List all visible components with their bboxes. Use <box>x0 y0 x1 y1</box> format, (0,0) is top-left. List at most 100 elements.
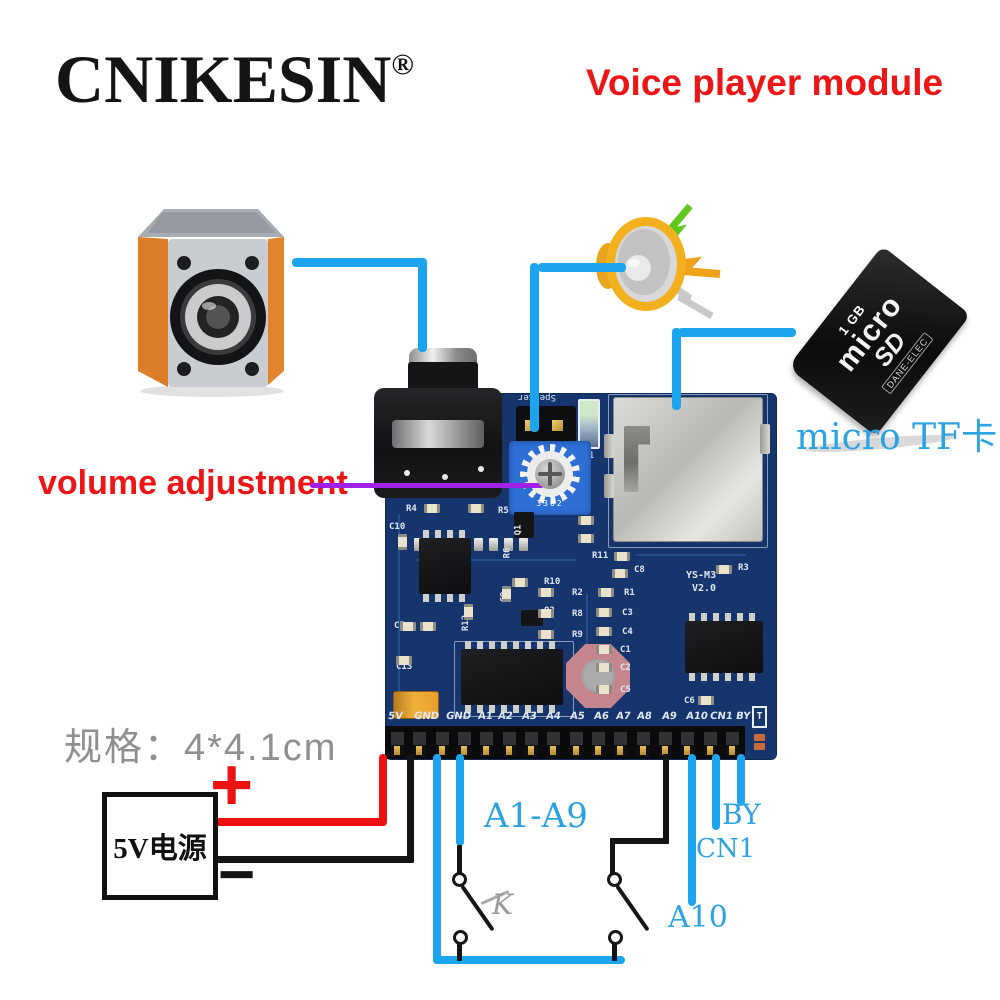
socket-silk-outline <box>608 394 768 548</box>
brand-logo: CNIKESIN® <box>55 40 414 119</box>
smd-component <box>398 534 407 550</box>
header-pin-slot <box>591 732 605 756</box>
wire-segment <box>530 263 539 432</box>
header-pin-slot <box>681 732 695 756</box>
pcb-pin-label: A10 <box>685 711 709 722</box>
pcb-pin-label: GND <box>445 711 472 722</box>
silkscreen-label: R2 <box>572 588 583 598</box>
wire-segment <box>433 754 441 964</box>
wire-segment <box>456 754 464 846</box>
silkscreen-label: R3 <box>738 563 749 573</box>
smd-component <box>468 504 484 513</box>
header-pin-slot <box>703 732 717 756</box>
header-pin-slot <box>480 732 494 756</box>
socket-clip <box>604 434 614 458</box>
smd-component <box>698 696 714 705</box>
jack-pin-dot <box>442 474 448 480</box>
wire-segment <box>678 328 796 337</box>
pcb-trace <box>636 554 746 556</box>
silkscreen-label: R6 <box>502 547 513 559</box>
potentiometer-dial <box>520 444 580 504</box>
silkscreen-label: C4 <box>622 627 633 637</box>
socket-pin <box>474 538 483 551</box>
socket-clip <box>760 424 770 454</box>
volume-pointer-line <box>310 483 544 488</box>
header-pin-slot <box>391 732 404 756</box>
smd-component <box>512 578 528 587</box>
pcb-trace <box>398 514 400 694</box>
speaker-image <box>138 209 284 397</box>
pcb-pin-label: A3 <box>521 711 538 722</box>
smd-component <box>598 588 614 597</box>
wire-segment <box>457 845 462 875</box>
header-pin-slot <box>502 732 516 756</box>
header-pin <box>552 420 563 431</box>
silkscreen-label: R5 <box>498 506 509 516</box>
smd-component <box>596 663 612 672</box>
wire-segment <box>205 856 414 863</box>
sd-card-print: 1 GB micro SD DANE-ELEC <box>811 271 946 411</box>
silkscreen-label: C2 <box>620 663 631 673</box>
smd-component <box>596 645 612 654</box>
pcb-pin-label: A2 <box>497 711 514 722</box>
smd-component <box>502 586 511 602</box>
wire-segment <box>688 754 696 906</box>
wire-segment <box>712 754 720 830</box>
socket-pin <box>489 538 498 551</box>
audio-jack-stripe <box>392 420 484 448</box>
header-pin-slot <box>524 732 538 756</box>
mounting-hole <box>566 644 630 708</box>
socket-pin <box>414 538 423 551</box>
smd-component <box>420 622 436 631</box>
soic8-chip <box>419 530 471 602</box>
soic16-chip <box>461 641 563 713</box>
pcb-pin-label: A4 <box>545 711 562 722</box>
silkscreen-label: C5 <box>620 685 631 695</box>
wire-segment <box>610 838 615 876</box>
pcb-pin-label: A5 <box>569 711 586 722</box>
a1-a9-label: A1-A9 <box>484 796 588 836</box>
header-pin-slot <box>658 732 672 756</box>
smd-pad <box>754 743 765 750</box>
smd-component <box>538 588 554 597</box>
pcb-pin-label: A9 <box>661 711 678 722</box>
brand-logo-text: CNIKESIN <box>55 41 392 117</box>
power-supply-label: 5V电源 <box>113 833 207 865</box>
silkscreen-label: R11 <box>592 551 609 561</box>
switch-lever <box>615 884 650 932</box>
silkscreen-label: C13 <box>396 662 413 672</box>
wire-segment <box>418 258 427 352</box>
tantalum-capacitor <box>393 691 439 719</box>
a10-label: A10 <box>668 900 728 935</box>
wire-segment <box>407 754 414 862</box>
pcb-trace <box>586 594 588 684</box>
pcb-pin-label: A7 <box>615 711 632 722</box>
smd-component <box>614 552 630 561</box>
smd-component <box>612 569 628 578</box>
header-pin-slot <box>614 732 628 756</box>
silkscreen-label: C1 <box>620 645 631 655</box>
minus-sign: − <box>218 838 256 910</box>
smd-component <box>596 685 612 694</box>
socket-clip <box>604 474 614 498</box>
wire-segment <box>672 328 681 410</box>
switch-lever <box>460 884 495 932</box>
switch-terminal <box>608 930 623 945</box>
silkscreen-label: R8 <box>572 609 583 619</box>
k-label: K <box>492 888 513 921</box>
wire-segment <box>737 754 745 806</box>
wire-segment <box>663 754 669 842</box>
spec-label: 规格：4*4.1cm <box>64 727 338 769</box>
header-pin-slot <box>457 732 471 756</box>
wire-segment <box>292 258 426 267</box>
transistor-q1 <box>514 512 534 538</box>
silkscreen-label: C6 <box>684 696 695 706</box>
potentiometer-digits: 3362 <box>536 499 564 508</box>
registered-trademark-mark: ® <box>391 48 414 81</box>
smd-component <box>578 534 594 543</box>
wire-segment <box>205 818 387 826</box>
wire-segment <box>433 956 625 964</box>
jack-pin-dot <box>478 466 484 472</box>
power-supply-box: 5V电源 <box>102 792 218 900</box>
